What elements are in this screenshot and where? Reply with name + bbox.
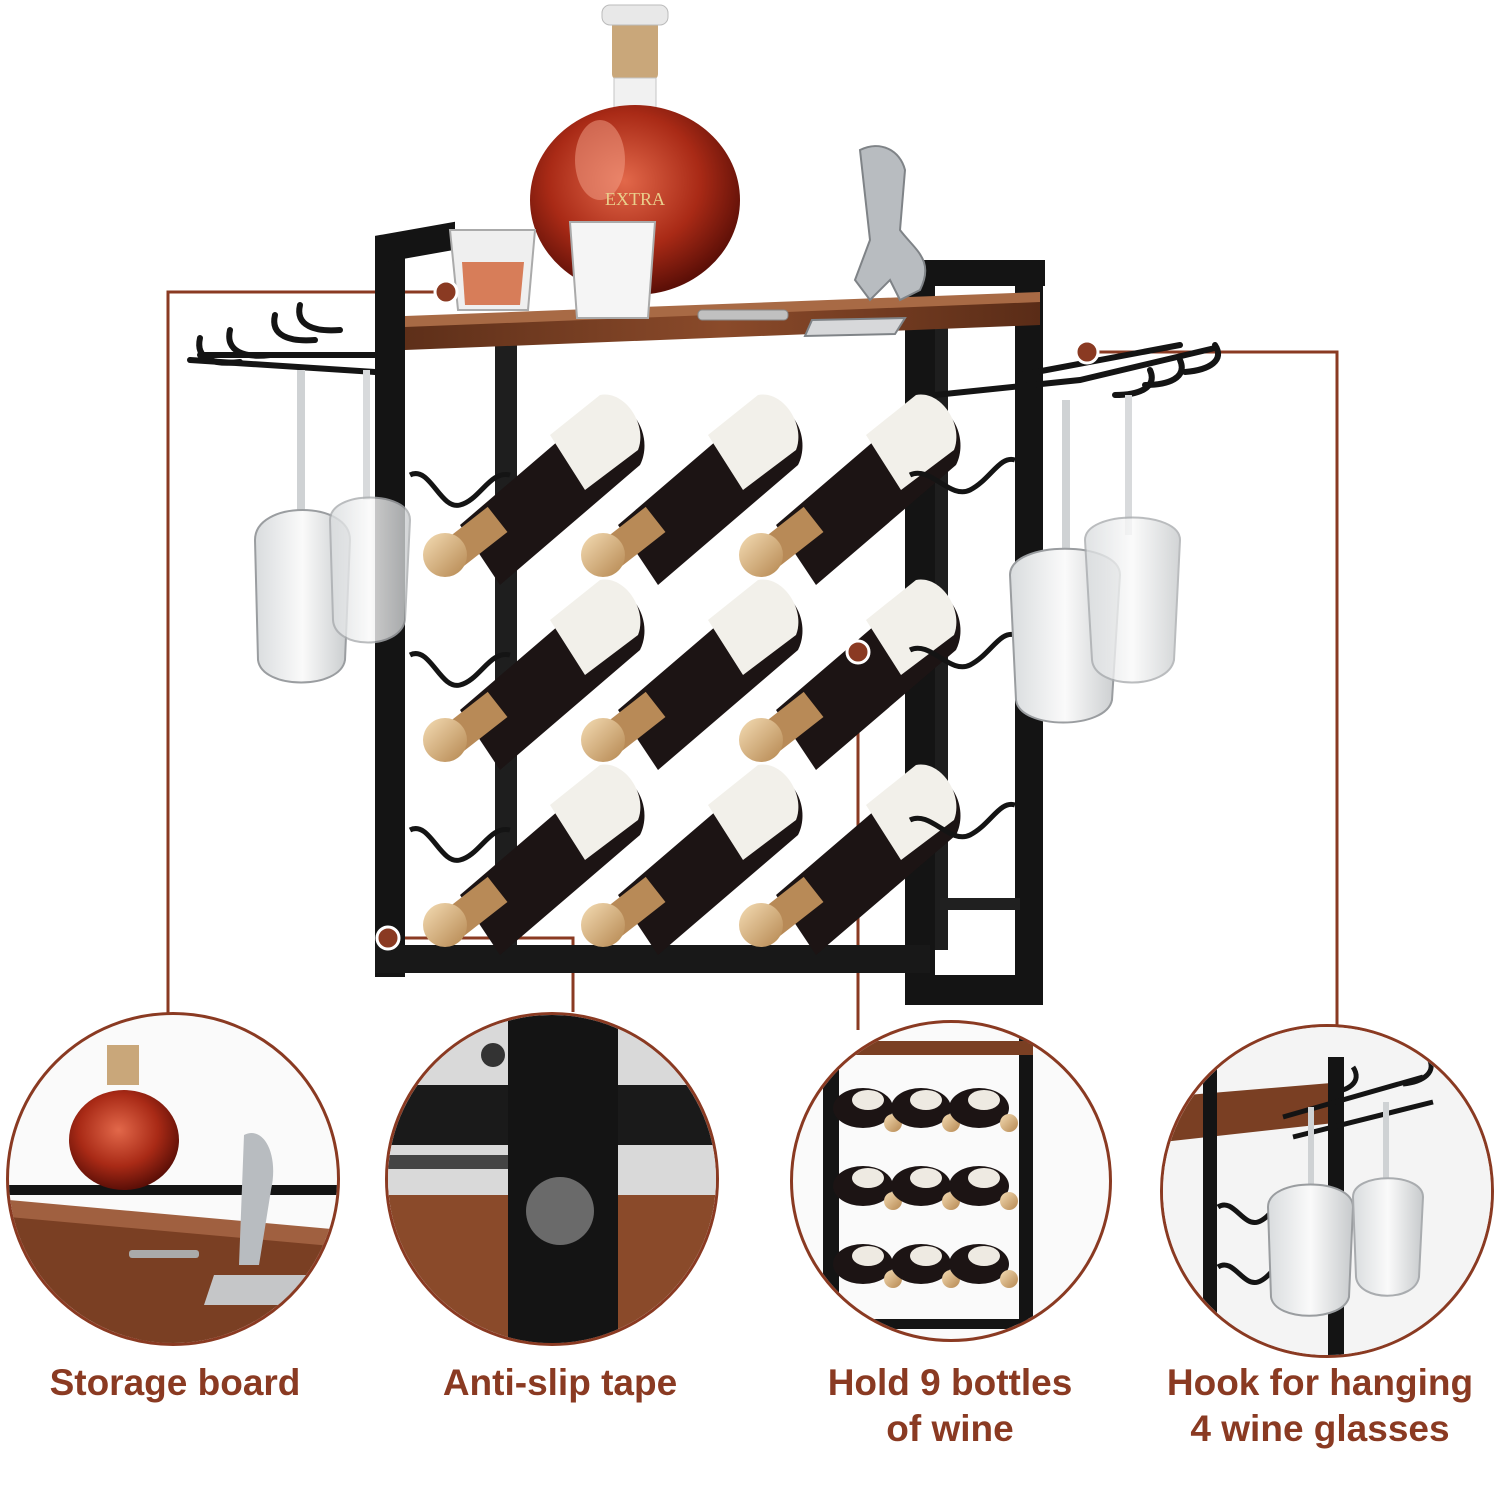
- caption-line: Hook for hanging: [1166, 1362, 1474, 1403]
- wine-bottle: [581, 579, 803, 770]
- wine-bottle: [423, 579, 645, 770]
- anti-slip-tape-detail-icon: [385, 1012, 719, 1346]
- glass-hooks-right: [932, 342, 1222, 398]
- wine-bottle: [423, 394, 645, 585]
- caption-glass-hooks: Hook for hanging 4 wine glasses: [1140, 1360, 1500, 1452]
- wine-bottle: [739, 394, 961, 585]
- decanter-label: EXTRA: [605, 189, 665, 209]
- caption-line: 4 wine glasses: [1190, 1408, 1450, 1449]
- bottle-wave-holders: [408, 456, 1016, 863]
- wine-bottle: [581, 394, 803, 585]
- caption-storage-board: Storage board: [0, 1360, 350, 1406]
- mini-wine-bottle: [833, 1088, 902, 1132]
- callout-dots: [375, 279, 1100, 951]
- caption-anti-slip-tape: Anti-slip tape: [380, 1360, 740, 1406]
- mini-wine-bottle: [949, 1088, 1018, 1132]
- caption-line: Storage board: [49, 1362, 301, 1403]
- nine-bottle-rack-detail-icon: [790, 1020, 1112, 1342]
- caption-hold-bottles: Hold 9 bottles of wine: [770, 1360, 1130, 1452]
- storage-board-detail-icon: [6, 1012, 340, 1346]
- caption-line: of wine: [886, 1408, 1014, 1449]
- wine-bottle: [423, 764, 645, 955]
- deer-figurine: [803, 145, 927, 338]
- tumbler-glasses: [448, 221, 657, 319]
- wine-bottle: [739, 579, 961, 770]
- glass-hooks-left: [187, 302, 378, 375]
- mini-wine-bottle: [891, 1088, 960, 1132]
- caption-line: Anti-slip tape: [442, 1362, 678, 1403]
- mini-wine-bottle: [949, 1244, 1018, 1288]
- mini-wine-bottle: [949, 1166, 1018, 1210]
- mini-wine-bottle: [891, 1244, 960, 1288]
- caption-line: Hold 9 bottles: [827, 1362, 1073, 1403]
- hanging-wine-glasses: [253, 370, 1182, 724]
- wine-bottles: [423, 394, 961, 955]
- corkscrew: [697, 309, 789, 321]
- wine-bottle: [581, 764, 803, 955]
- glass-hook-detail-icon: [1160, 1024, 1494, 1358]
